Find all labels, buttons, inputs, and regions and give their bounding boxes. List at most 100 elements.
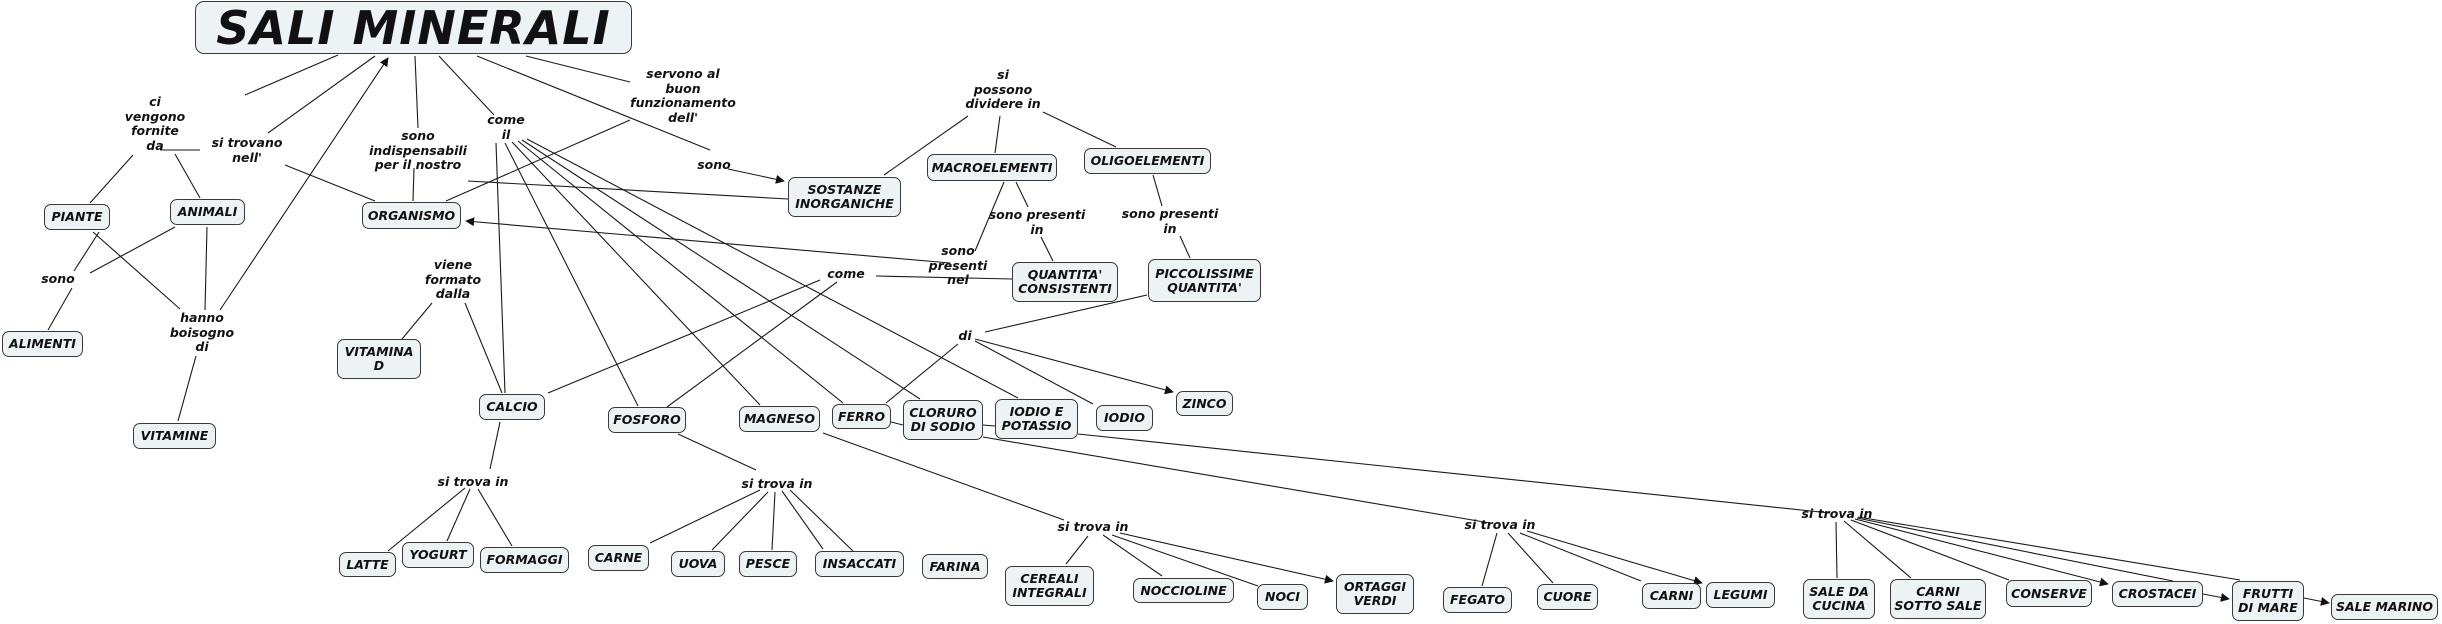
concept-cuore[interactable]: CUORE (1537, 584, 1598, 610)
concept-vitamine[interactable]: VITAMINE (133, 423, 216, 449)
connector-si-trovano-to-organismo (284, 164, 376, 202)
link-sono-presenti-in-oligo[interactable]: sono presenti in (1121, 206, 1219, 236)
connector-di-to-zinco (974, 338, 1174, 395)
connector-ci-vengono-to-piante (89, 154, 134, 204)
connector-si-trova-in-to-farina (789, 489, 856, 554)
concept-sale-marino[interactable]: SALE MARINO (2331, 594, 2438, 620)
connector-di-to-iodio (974, 340, 1094, 405)
link-sono-alimenti[interactable]: sono (41, 271, 75, 286)
connector-magneso-to-si-trova-in (822, 432, 1065, 521)
concept-legumi[interactable]: LEGUMI (1706, 582, 1775, 608)
connector-come-to-calcio (547, 279, 821, 394)
link-si-trova-in-calcio[interactable]: si trova in (437, 474, 509, 489)
concept-pesce[interactable]: PESCE (739, 551, 797, 577)
concept-crostacei[interactable]: CROSTACEI (2112, 581, 2203, 607)
concept-calcio[interactable]: CALCIO (479, 394, 545, 420)
link-come[interactable]: come (827, 266, 865, 281)
connector-sono-indispensabili-to-organismo (412, 167, 415, 202)
link-hanno-boisogno-di[interactable]: hanno boisogno di (169, 310, 235, 354)
link-si-trova-in-ferro[interactable]: si trova in (1464, 517, 1536, 532)
concept-vitamina-d[interactable]: VITAMINA D (337, 339, 421, 379)
connector-si-trova-in-to-carni (1519, 532, 1642, 582)
concept-sostanze-inorganiche[interactable]: SOSTANZE INORGANICHE (788, 177, 901, 217)
concept-sali-minerali[interactable]: SALI MINERALI (195, 1, 632, 54)
link-ci-vengono-fornite-da[interactable]: ci vengono fornite da (124, 94, 186, 153)
concept-yogurt[interactable]: YOGURT (402, 542, 474, 568)
connector-come-il-to-iodio-e-potassio (526, 138, 1019, 399)
concept-ortaggi-verdi[interactable]: ORTAGGI VERDI (1336, 574, 1414, 614)
concept-organismo[interactable]: ORGANISMO (362, 202, 461, 229)
concept-fosforo[interactable]: FOSFORO (608, 407, 686, 433)
connector-title-to-si-trovano (267, 55, 376, 134)
concept-noccioline[interactable]: NOCCIOLINE (1133, 578, 1234, 603)
connector-piante-to-hanno (92, 231, 181, 310)
link-si-trova-in-magneso[interactable]: si trova in (1057, 519, 1129, 534)
connector-come-il-to-magneso (511, 141, 761, 406)
connector-piccolissime-to-di (984, 294, 1148, 333)
concept-frutti-di-mare[interactable]: FRUTTI DI MARE (2232, 581, 2304, 621)
concept-noci[interactable]: NOCI (1257, 584, 1308, 610)
concept-ferro[interactable]: FERRO (832, 404, 891, 429)
connector-ci-vengono-to-animali (174, 153, 201, 199)
concept-magneso[interactable]: MAGNESO (739, 406, 820, 432)
connector-si-trova-in-to-crostacei-b (1856, 517, 2174, 582)
link-si-trova-in-cloruro[interactable]: si trova in (1801, 506, 1873, 521)
connector-si-trova-in-to-noccioline (1102, 534, 1163, 577)
concept-cloruro-di-sodio[interactable]: CLORURO DI SODIO (903, 400, 983, 440)
connector-sono-presenti-in-to-quantita (1040, 236, 1054, 262)
concept-conserve[interactable]: CONSERVE (2006, 580, 2092, 607)
concept-iodio-e-potassio[interactable]: IODIO E POTASSIO (995, 399, 1078, 439)
connector-come-il-to-calcio (495, 142, 506, 394)
connector-si-possono-to-macro (994, 115, 1001, 154)
concept-iodio[interactable]: IODIO (1096, 405, 1153, 431)
connector-si-trova-in-to-legumi (1526, 530, 1703, 586)
link-di[interactable]: di (958, 328, 972, 343)
connector-animali-to-sono (89, 226, 176, 274)
link-sono-presenti-in-macro[interactable]: sono presenti in (988, 207, 1086, 237)
connector-si-trova-in-to-cereali (1065, 535, 1089, 565)
concept-fegato[interactable]: FEGATO (1443, 587, 1512, 613)
concept-alimenti[interactable]: ALIMENTI (2, 331, 83, 357)
connector-cloruro-to-si-trova-in (982, 436, 1491, 524)
concept-latte[interactable]: LATTE (339, 552, 396, 577)
link-come-il[interactable]: come il (487, 112, 525, 142)
concept-uova[interactable]: UOVA (671, 551, 725, 577)
concept-farina[interactable]: FARINA (922, 554, 988, 579)
concept-zinco[interactable]: ZINCO (1176, 391, 1233, 416)
link-servono-al-buon-funzionamento[interactable]: servono al buon funzionamento dell' (630, 66, 736, 125)
link-sono-sostanze[interactable]: sono (697, 157, 731, 172)
link-sono-indispensabili[interactable]: sono indispensabili per il nostro (369, 128, 467, 172)
connector-animali-to-hanno (204, 226, 208, 311)
concept-animali[interactable]: ANIMALI (170, 199, 245, 225)
concept-macroelementi[interactable]: MACROELEMENTI (927, 154, 1057, 181)
link-si-trova-in-fosforo[interactable]: si trova in (741, 476, 813, 491)
link-viene-formato-dalla[interactable]: viene formato dalla (424, 257, 482, 301)
connector-sono-presenti-nel-to-organismo (465, 217, 951, 264)
connector-si-trova-in-to-cuore (1507, 532, 1554, 584)
connector-sono-to-sostanze (727, 168, 785, 184)
concept-cereali-integrali[interactable]: CEREALI INTEGRALI (1005, 566, 1094, 606)
connector-si-trova-in-to-ortaggi (1119, 532, 1334, 584)
concept-carni-sotto-sale[interactable]: CARNI SOTTO SALE (1890, 579, 1986, 619)
link-si-trovano-nell[interactable]: si trovano nell' (211, 135, 283, 165)
concept-formaggi[interactable]: FORMAGGI (480, 547, 569, 573)
concept-carne[interactable]: CARNE (588, 545, 649, 571)
concept-quantita-consistenti[interactable]: QUANTITA' CONSISTENTI (1012, 262, 1118, 302)
connector-si-trova-in-to-fegato (1481, 532, 1498, 587)
connector-si-trova-in-to-latte (387, 487, 466, 552)
concept-insaccati[interactable]: INSACCATI (815, 551, 904, 577)
connector-viene-formato-to-vitamina-d (401, 302, 433, 340)
connector-si-trova-in-to-insaccati (781, 490, 824, 550)
concept-oligoelementi[interactable]: OLIGOELEMENTI (1084, 148, 1211, 174)
link-si-possono-dividere-in[interactable]: si possono dividere in (965, 67, 1041, 111)
connector-servono-to-organismo (445, 119, 631, 202)
connector-macro-to-sono-presenti-nel (974, 181, 1005, 252)
connector-viene-formato-to-calcio (464, 302, 503, 394)
concept-carni[interactable]: CARNI (1642, 583, 1701, 609)
connector-come-il-to-ferro (517, 140, 844, 404)
concept-piccolissime-quantita[interactable]: PICCOLISSIME QUANTITA' (1148, 259, 1261, 302)
concept-sale-da-cucina[interactable]: SALE DA CUCINA (1803, 579, 1875, 619)
concept-piante[interactable]: PIANTE (44, 204, 110, 230)
connector-title-to-servono (525, 55, 631, 83)
link-sono-presenti-nel[interactable]: sono presenti nel (928, 243, 988, 287)
